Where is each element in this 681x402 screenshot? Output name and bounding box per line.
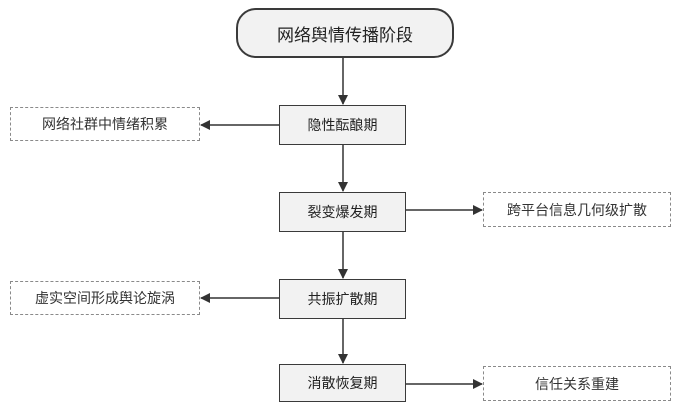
stage-latent-incubation: 隐性酝酿期: [279, 105, 406, 145]
note-emotion-accumulation: 网络社群中情绪积累: [10, 107, 200, 141]
note-trust-rebuild: 信任关系重建: [483, 366, 671, 401]
stage-dissipation-recovery: 消散恢复期: [279, 364, 406, 402]
start-terminal: 网络舆情传播阶段: [236, 8, 454, 58]
stage-fission-outbreak: 裂变爆发期: [279, 192, 406, 232]
stage-resonance-diffusion: 共振扩散期: [279, 279, 406, 319]
note-opinion-vortex: 虚实空间形成舆论旋涡: [10, 281, 200, 315]
note-cross-platform-spread: 跨平台信息几何级扩散: [483, 192, 671, 227]
